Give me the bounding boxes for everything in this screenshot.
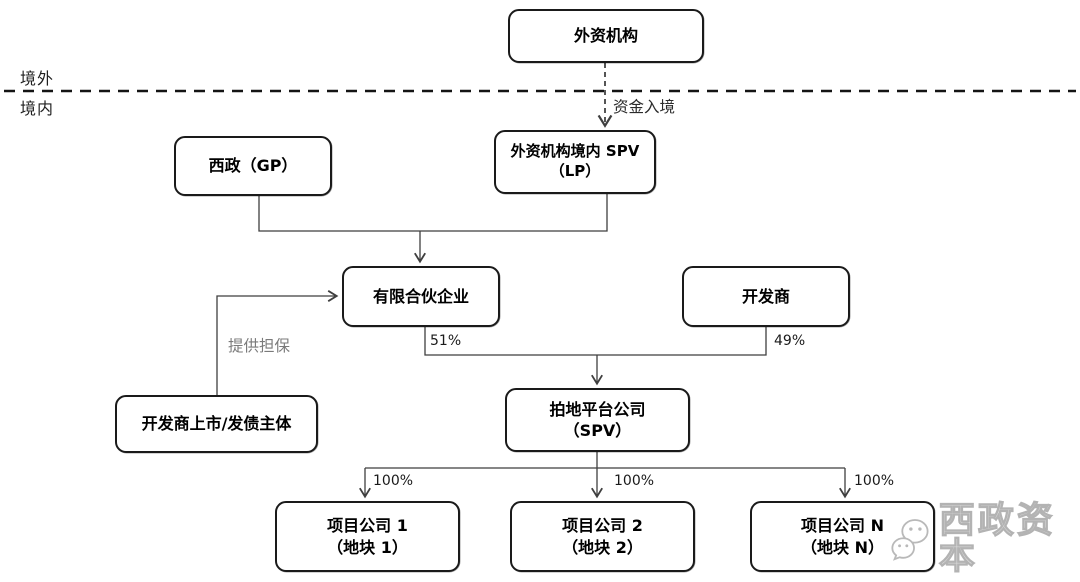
node-developer-label: 开发商 <box>741 286 790 306</box>
node-project-company-1: 项目公司 1 （地块 1） <box>275 501 460 572</box>
node-project-company-1-line2: （地块 1） <box>327 537 408 557</box>
node-project-company-1-line1: 项目公司 1 <box>327 516 408 536</box>
edge-label-100-percent-1: 100% <box>373 473 414 489</box>
node-foreign-spv-lp: 外资机构境内 SPV （LP） <box>494 130 656 194</box>
edge-share-merge <box>424 327 767 356</box>
watermark-brand-text: 西政资本 <box>938 500 1056 577</box>
node-developer-listed-entity: 开发商上市/发债主体 <box>115 395 318 453</box>
edge-guarantee <box>216 290 339 395</box>
node-land-platform-spv-line2: （SPV） <box>563 421 632 440</box>
watermark: 西政资本 <box>886 500 1080 577</box>
region-label-offshore: 境外 <box>20 69 55 88</box>
node-project-company-2-line2: （地块 2） <box>562 537 643 557</box>
node-foreign-institution-label: 外资机构 <box>573 26 638 46</box>
node-foreign-institution: 外资机构 <box>508 9 704 63</box>
region-label-onshore: 境内 <box>20 99 55 118</box>
node-limited-partnership: 有限合伙企业 <box>342 266 500 327</box>
edge-label-51-percent: 51% <box>430 333 462 349</box>
node-limited-partnership-label: 有限合伙企业 <box>372 286 469 306</box>
edge-label-49-percent: 49% <box>774 333 806 349</box>
node-foreign-spv-lp-line1: 外资机构境内 SPV <box>510 142 640 161</box>
node-project-company-n-line2: （地块 N） <box>801 537 884 557</box>
edge-label-capital-entry: 资金入境 <box>613 98 676 116</box>
edge-label-guarantee: 提供担保 <box>228 337 291 355</box>
node-developer: 开发商 <box>682 266 850 327</box>
edge-label-100-percent-3: 100% <box>854 473 895 489</box>
wechat-icon <box>891 519 929 561</box>
node-project-company-2-line1: 项目公司 2 <box>562 516 643 536</box>
node-xizheng-gp: 西政（GP） <box>174 136 332 196</box>
node-project-company-n-line1: 项目公司 N <box>801 516 884 536</box>
node-project-company-2: 项目公司 2 （地块 2） <box>510 501 695 572</box>
node-xizheng-gp-label: 西政（GP） <box>208 156 298 176</box>
edge-label-100-percent-2: 100% <box>614 473 655 489</box>
node-foreign-spv-lp-line2: （LP） <box>549 162 601 180</box>
node-land-platform-spv: 拍地平台公司 （SPV） <box>505 388 690 452</box>
node-developer-listed-entity-label: 开发商上市/发债主体 <box>141 414 292 434</box>
edge-gp-lp-merge <box>258 194 608 232</box>
node-land-platform-spv-line1: 拍地平台公司 <box>549 399 646 419</box>
